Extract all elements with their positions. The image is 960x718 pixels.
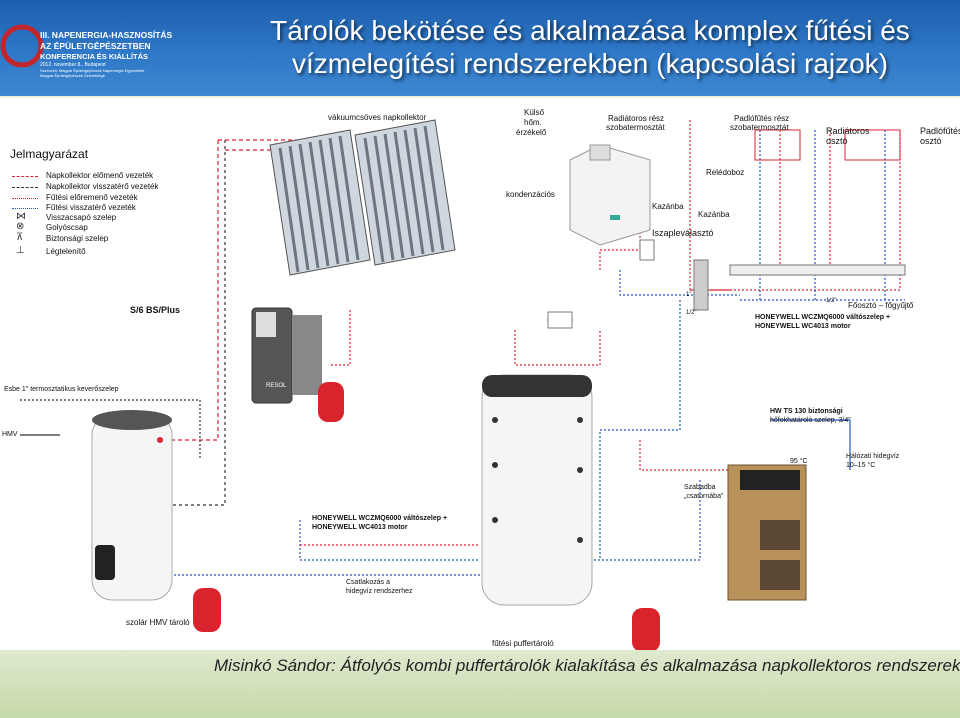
ball-valve-icon: ⊗ [16, 221, 25, 232]
sludge-separator-label: Iszapleválasztó [652, 228, 714, 238]
heating-supply-pipe [514, 330, 601, 366]
expansion-vessel-1 [318, 382, 344, 422]
logo-line-2: AZ ÉPÜLETGÉPÉSZETBEN [40, 41, 151, 51]
floor-thermostat-label-1: Padlófűtés rész [734, 114, 790, 123]
boiler-label-1: Kazánba [652, 202, 684, 211]
solar-collector-1 [269, 129, 371, 276]
logo-line-1: III. NAPENERGIA-HASZNOSÍTÁS [40, 30, 173, 40]
relay-box-label: Relédoboz [706, 168, 745, 177]
pipe-size-label-2: 1/2" [826, 298, 837, 304]
mixing-valve-label: Esbe 1" termosztatikus keverőszelep [4, 386, 119, 393]
title-line-2: vízmelegítési rendszerekben (kapcsolási … [291, 48, 889, 79]
outdoor-sensor-label-2: hőm. [524, 118, 542, 127]
logo-line-5: Szervező: Magyar Épületgépészek Napenerg… [40, 68, 145, 73]
pipe-size-label-1: 1/2" [686, 310, 697, 316]
legend-item-solar-return: Napkollektor visszatérő vezeték [12, 182, 212, 192]
check-valve-icon: ⋈ [16, 211, 26, 222]
floor-distributor-label-2: osztó [920, 136, 942, 146]
legend-item-solar-supply: Napkollektor előmenő vezeték [12, 171, 212, 181]
drain-label-2: „csatornába" [684, 493, 724, 500]
expansion-vessel-3 [632, 608, 660, 652]
outdoor-sensor-label-1: Külső [524, 108, 545, 117]
blank-box [820, 516, 886, 562]
connection-label-2: hidegvíz rendszerhez [346, 588, 413, 595]
honeywell-top-label-1: HONEYWELL WCZMQ6000 váltószelep + [755, 314, 891, 321]
radiator-thermostat-label-2: szobatermosztát [606, 123, 665, 132]
header-bar: III. NAPENERGIA-HASZNOSÍTÁS AZ ÉPÜLETGÉP… [0, 0, 960, 96]
legend-item-safety-valve: ⊼ Biztonsági szelep [16, 232, 109, 243]
page-title: Tárolók bekötése és alkalmazása komplex … [230, 14, 950, 80]
radiator-distributor-label-2: osztó [826, 136, 848, 146]
floor-distributor [844, 129, 901, 161]
cold-water-label-2: 10–15 °C [846, 462, 876, 469]
condensing-boiler [569, 144, 651, 246]
radiator-distributor-label-1: Radiátoros [826, 126, 870, 136]
logo-line-4: 2012. november 8., Budapest [40, 62, 106, 68]
logo-circle-icon [0, 24, 44, 68]
solar-tank-label: szolár HMV tároló [126, 618, 190, 627]
legend-item-air-vent: ⊥ Légtelenítő [16, 245, 86, 256]
floor-thermostat-label-2: szobatermosztát [730, 123, 789, 132]
solar-station-label: S/6 BS/Plus [130, 305, 181, 315]
manifold-label: Főosztó – főgyűjtő [848, 301, 914, 310]
safety-valve-label-2: hőfokhatároló szelep, 3/4" [770, 417, 851, 424]
legend-item-check-valve: ⋈ Visszacsapó szelep [16, 211, 117, 222]
red-dashed-line-icon [12, 176, 38, 177]
honeywell-bottom-label-1: HONEYWELL WCZMQ6000 váltószelep + [312, 515, 448, 522]
schematic-diagram: Jelmagyarázat Napkollektor előmenő vezet… [0, 98, 960, 658]
connection-label-1: Csatlakozás a [346, 579, 390, 586]
blue-dotted-line-icon [12, 208, 38, 209]
collector-supply-pipe [160, 140, 219, 441]
condensing-label: kondenzációs [506, 190, 555, 199]
footer-caption: Misinkó Sándor: Átfolyós kombi puffertár… [214, 656, 960, 675]
temperature-label: 95 °C [790, 458, 808, 465]
legend-item-ball-valve: ⊗ Golyóscsap [16, 221, 88, 232]
black-dashed-line-icon [12, 187, 38, 188]
heating-buffer-tank [481, 374, 593, 606]
schematic-drawing [20, 119, 906, 652]
red-dotted-line-icon [12, 198, 38, 199]
radiator-thermostat-label-1: Radiátoros rész [608, 114, 665, 123]
footer-bar [0, 650, 960, 718]
drain-label-1: Szabadba [684, 484, 716, 491]
logo-line-6: Magyar Épületgépészek Szövetsége [40, 73, 105, 78]
safety-valve-label-1: HW TS 130 biztonsági [770, 408, 843, 415]
logo-line-3: KONFERENCIA ÉS KIÁLLÍTÁS [40, 52, 149, 61]
safety-valve-icon: ⊼ [16, 232, 24, 243]
hydraulic-separator [693, 259, 709, 311]
solar-hmv-tank [91, 410, 173, 601]
conference-logo: III. NAPENERGIA-HASZNOSÍTÁS AZ ÉPÜLETGÉP… [0, 0, 200, 96]
radiator-distributor [754, 129, 801, 161]
cold-water-label-1: Hálózati hidegvíz [846, 453, 900, 460]
legend-item-heating-supply: Fűtési előremenő vezeték [12, 193, 212, 203]
resol-label: RESOL [266, 383, 287, 389]
heating-return-pipe [619, 270, 740, 296]
solar-collector-2 [354, 119, 456, 266]
collector-label: vákuumcsöves napkollektor [328, 113, 427, 122]
pipe-size-label-3: 1" [686, 292, 692, 298]
controller-box [547, 311, 573, 329]
collector-return-pipe [170, 140, 226, 506]
honeywell-top-label-2: HONEYWELL WC4013 motor [755, 323, 851, 330]
air-vent-icon: ⊥ [16, 245, 25, 256]
solar-station-unit [251, 307, 322, 404]
legend-title: Jelmagyarázat [10, 147, 89, 161]
wood-boiler [727, 464, 807, 601]
title-line-1: Tárolók bekötése és alkalmazása komplex … [270, 15, 910, 46]
buffer-tank-label: fűtési puffertároló [492, 639, 554, 648]
hmv-label: HMV [2, 431, 18, 438]
main-manifold [729, 264, 906, 276]
floor-distributor-label-1: Padlófűtési [920, 126, 960, 136]
expansion-vessel-2 [193, 588, 221, 632]
sludge-separator-body [639, 239, 655, 261]
legend-item-heating-return: Fűtési visszatérő vezeték [12, 203, 212, 213]
boiler-label-2: Kazánba [698, 210, 730, 219]
outdoor-sensor-label-3: érzékelő [516, 128, 547, 137]
honeywell-bottom-label-2: HONEYWELL WC4013 motor [312, 524, 408, 531]
